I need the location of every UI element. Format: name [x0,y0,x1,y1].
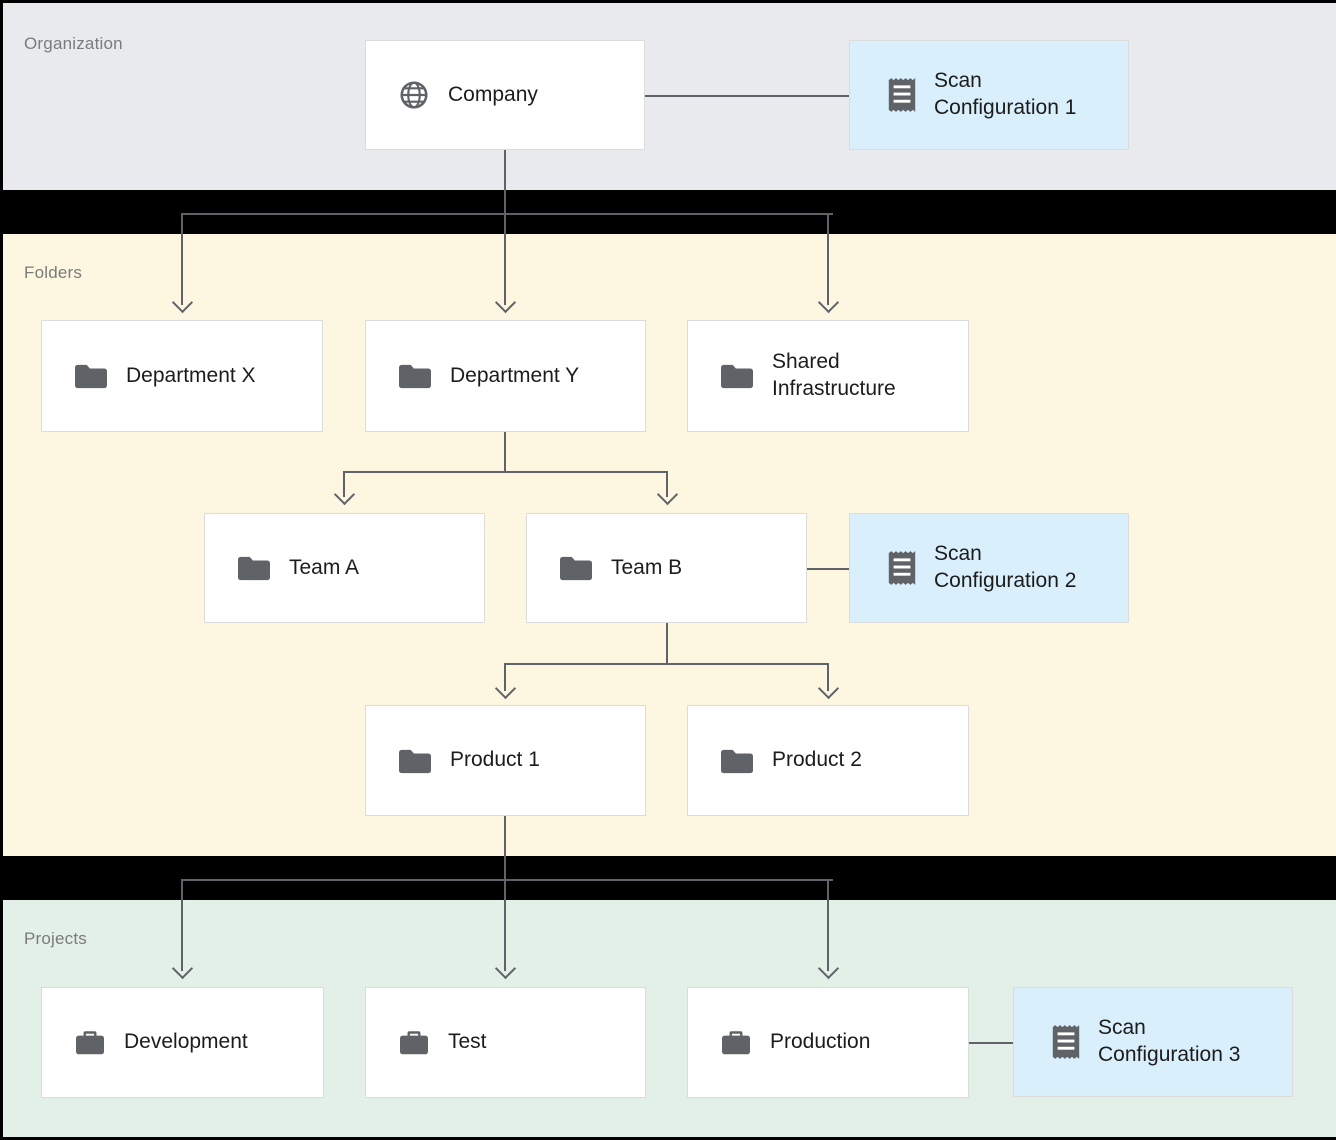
briefcase-icon [74,1028,106,1058]
node-development[interactable]: Development [41,987,324,1098]
node-label: Product 1 [450,748,540,772]
edge-department-y-trunk [504,431,506,472]
node-department-y[interactable]: Department Y [365,320,646,432]
node-label: Shared Infrastructure [772,350,896,400]
folder-icon [237,554,271,582]
band-label-projects: Projects [24,929,88,948]
node-label: Department Y [450,363,580,387]
globe-icon [398,79,430,111]
receipt-icon [1050,1024,1082,1060]
edge-products-bus [504,663,828,665]
band-label-folders: Folders [24,263,83,282]
edge-drop-team-b [666,471,668,497]
node-label: Scan Configuration 2 [934,542,1077,592]
edge-team-b-to-scan-config-2 [807,568,849,570]
node-product-1[interactable]: Product 1 [365,705,646,816]
folder-icon [398,747,432,775]
node-label: Test [448,1030,487,1054]
receipt-icon [886,77,918,113]
edge-drop-department-y [504,213,506,305]
node-label: Company [448,82,538,106]
edge-company-to-scan-config-1 [645,95,849,97]
node-label: Department X [126,363,256,387]
edge-drop-development [181,879,183,971]
node-label: Team B [611,555,683,579]
node-label: Production [770,1030,871,1054]
folder-icon [720,747,754,775]
folder-icon [74,362,108,390]
node-label: Team A [289,555,360,579]
edge-product-1-trunk [504,816,506,880]
briefcase-icon [720,1028,752,1058]
edge-drop-team-a [343,471,345,497]
edge-team-b-trunk [666,622,668,664]
edge-departments-bus [181,213,833,215]
node-team-a[interactable]: Team A [204,513,485,623]
node-label: Development [124,1030,248,1054]
edge-drop-product-1 [504,663,506,691]
edge-drop-product-2 [827,663,829,691]
briefcase-icon [398,1028,430,1058]
edge-drop-department-x [181,213,183,305]
node-team-b[interactable]: Team B [526,513,807,623]
node-shared-infrastructure[interactable]: Shared Infrastructure [687,320,969,432]
edge-projects-bus [181,879,833,881]
node-test[interactable]: Test [365,987,646,1098]
folder-icon [559,554,593,582]
node-production[interactable]: Production [687,987,969,1098]
edge-drop-production [827,879,829,971]
node-scan-configuration-2[interactable]: Scan Configuration 2 [849,513,1129,623]
node-department-x[interactable]: Department X [41,320,323,432]
edge-drop-test [504,879,506,971]
node-label: Scan Configuration 3 [1098,1016,1241,1066]
folder-icon [720,362,754,390]
node-product-2[interactable]: Product 2 [687,705,969,816]
edge-teams-bus [343,471,667,473]
receipt-icon [886,550,918,586]
node-scan-configuration-3[interactable]: Scan Configuration 3 [1013,987,1293,1097]
folder-icon [398,362,432,390]
node-label: Product 2 [772,748,862,772]
edge-production-to-scan-config-3 [969,1042,1013,1044]
node-label: Scan Configuration 1 [934,69,1077,119]
edge-drop-shared-infrastructure [827,213,829,305]
node-scan-configuration-1[interactable]: Scan Configuration 1 [849,40,1129,150]
edge-company-trunk [504,150,506,214]
band-label-organization: Organization [24,34,123,53]
node-company[interactable]: Company [365,40,645,150]
